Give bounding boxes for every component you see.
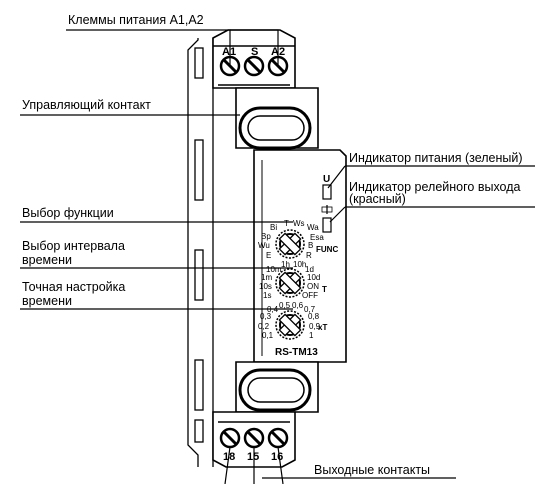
din-backplate [187,38,214,467]
label-power-terminals: Клеммы питания A1,A2 [68,13,204,27]
func-label-esa: Esa [310,233,324,242]
t-label: T [322,285,327,294]
terminal-16: 16 [271,451,283,463]
func-label-wa: Wa [307,223,319,232]
range-label-1d: 1d [305,265,314,274]
func-label-bp: Bp [261,232,271,241]
range-label-off: OFF [302,291,318,300]
fine-label-0-3: 0,3 [260,312,272,321]
range-label-1m: 1m [261,273,272,282]
fine-dial[interactable] [275,310,305,340]
fine-label-0-1: 0,1 [262,331,274,340]
fine-label-1: 1 [309,331,314,340]
terminal-s: S [251,46,258,58]
range-label-on: ON [307,282,319,291]
label-relay-indicator-1: Индикатор релейного выхода [349,180,521,194]
label-control-contact: Управляющий контакт [22,98,151,112]
led-power-label: U [323,174,330,185]
fine-label-0-2: 0,2 [258,322,270,331]
range-label-10h: 10h [293,260,306,269]
func-label-wu: Wu [258,241,270,250]
label-function-select: Выбор функции [22,206,114,220]
top-screws [219,55,289,77]
range-label-10d: 10d [307,273,320,282]
range-label-10m: 10m [266,265,282,274]
func-label-t: T [284,219,289,228]
label-fine-time-1: Точная настройка [22,280,125,294]
terminal-a1: A1 [222,46,236,58]
label-interval-2: времени [22,253,72,267]
func-label-ws: Ws [293,219,305,228]
upper-latch [235,87,319,150]
function-dial[interactable] [275,229,305,259]
terminal-15: 15 [247,451,259,463]
label-relay-indicator-2: (красный) [349,192,406,206]
function-dial-labels: Bi T Ws Wa Bp Esa Wu B E R [258,219,324,260]
range-dial[interactable] [275,268,305,298]
range-dial-labels: 1h 10h 10m 1d 1m 10d 10s ON 1s OFF [259,260,320,300]
range-label-1h: 1h [281,260,290,269]
label-output-contacts: Выходные контакты [314,463,430,477]
fine-label-0-9: 0,9 [309,322,321,331]
func-label: FUNC [316,245,338,254]
func-label-bi: Bi [270,223,277,232]
range-label-1s: 1s [263,291,271,300]
bottom-screws [219,427,289,449]
fine-label-0-6: 0,6 [292,301,304,310]
model-label: RS-TM13 [275,347,318,358]
fine-label-0-7: 0,7 [304,305,316,314]
led-indicators [321,184,333,233]
xt-label: xT [318,323,327,332]
range-label-10s: 10s [259,282,272,291]
leader-lines [20,29,535,484]
label-fine-time-2: времени [22,294,72,308]
func-label-r: R [306,251,312,260]
lower-latch [235,361,319,413]
func-label-b: B [308,241,313,250]
fine-label-0-5: 0,5 [279,301,291,310]
label-interval-1: Выбор интервала [22,239,125,253]
func-label-e: E [266,251,271,260]
label-power-indicator: Индикатор питания (зеленый) [349,151,523,165]
fine-label-0-8: 0,8 [308,312,320,321]
